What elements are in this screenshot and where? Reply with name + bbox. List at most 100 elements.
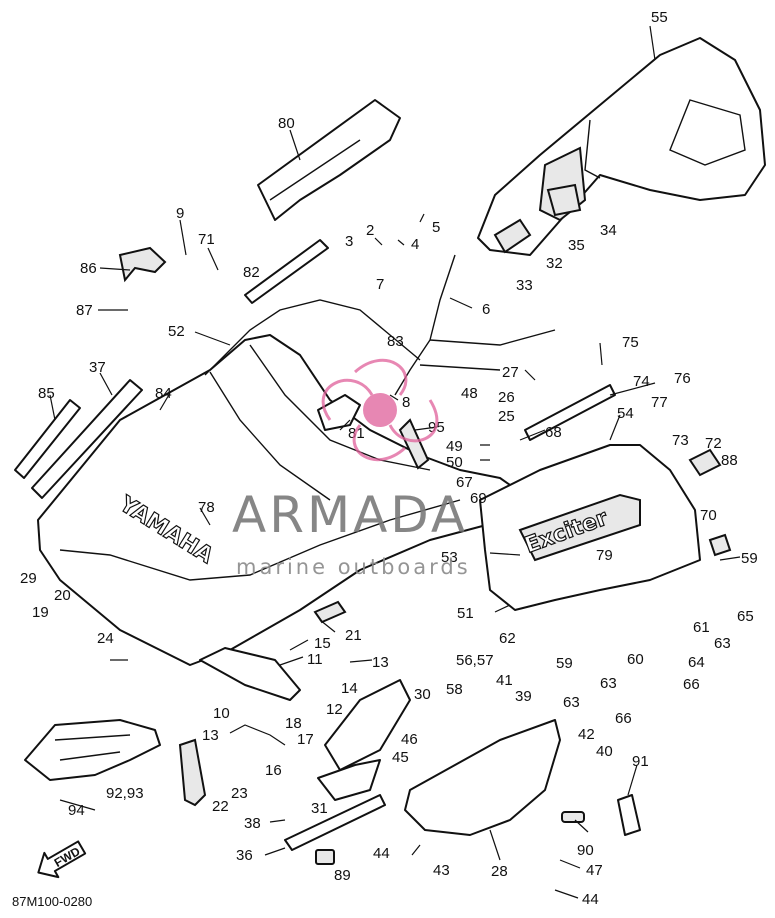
guard-92-93 xyxy=(24,719,161,781)
callout-label: 65 xyxy=(737,608,754,625)
callout-label: 80 xyxy=(278,115,295,132)
callout-label: 79 xyxy=(596,547,613,564)
callout-label: 94 xyxy=(68,802,85,819)
fwd-arrow: FWD xyxy=(37,840,87,879)
callout-label: 60 xyxy=(627,651,644,668)
watermark-subtitle: marine outboards xyxy=(236,555,471,579)
part-91 xyxy=(617,794,641,836)
callout-label: 41 xyxy=(496,672,513,689)
callout-label: 30 xyxy=(414,686,431,703)
callout-label: 46 xyxy=(401,731,418,748)
callout-label: 21 xyxy=(345,627,362,644)
callout-label: 38 xyxy=(244,815,261,832)
callout-label: 64 xyxy=(688,654,705,671)
callout-label: 55 xyxy=(651,9,668,26)
callout-label: 58 xyxy=(446,681,463,698)
callout-label: 25 xyxy=(498,408,515,425)
callout-label: 84 xyxy=(155,385,172,402)
callout-label: 27 xyxy=(502,364,519,381)
strip-74 xyxy=(524,384,616,441)
strip-36 xyxy=(284,794,386,851)
callout-label: 9 xyxy=(176,205,184,222)
callout-label: 85 xyxy=(38,385,55,402)
callout-label: 53 xyxy=(441,549,458,566)
callout-label: 11 xyxy=(307,651,323,668)
callout-label: 6 xyxy=(482,301,490,318)
leader-lines xyxy=(49,25,741,899)
lower-panel-28 xyxy=(404,719,561,836)
callout-label: 15 xyxy=(314,635,331,652)
side-badge xyxy=(518,493,641,562)
callout-label: 50 xyxy=(446,454,463,471)
callout-label: 66 xyxy=(683,676,700,693)
callout-label: 5 xyxy=(432,219,440,236)
callout-label: 14 xyxy=(341,680,358,697)
callout-label: 47 xyxy=(586,862,603,879)
bracket-21 xyxy=(313,600,347,624)
callout-label: 3 xyxy=(345,233,353,250)
callout-label: 22 xyxy=(212,798,229,815)
callout-label: 56,57 xyxy=(456,652,494,669)
callout-label: 83 xyxy=(387,333,404,350)
callout-label: 44 xyxy=(582,891,599,908)
callout-label: 62 xyxy=(499,630,516,647)
callout-label: 16 xyxy=(265,762,282,779)
hood-78 xyxy=(37,334,521,666)
bracket-86 xyxy=(118,246,167,283)
callout-label: 86 xyxy=(80,260,97,277)
callout-label: 89 xyxy=(334,867,351,884)
callout-label: 2 xyxy=(366,222,374,239)
callout-label: 26 xyxy=(498,389,515,406)
callout-label: 88 xyxy=(721,452,738,469)
clip-88 xyxy=(688,448,722,477)
strip-85 xyxy=(14,399,81,479)
stay-95 xyxy=(398,418,430,470)
clip-70 xyxy=(708,533,732,557)
callout-label: 75 xyxy=(622,334,639,351)
callout-label: 18 xyxy=(285,715,302,732)
callout-label: 7 xyxy=(376,276,384,293)
callout-label: 32 xyxy=(546,255,563,272)
callout-label: 68 xyxy=(545,424,562,441)
watermark-logo-icon xyxy=(321,358,439,462)
bracket-35 xyxy=(546,183,582,217)
callout-label: 20 xyxy=(54,587,71,604)
callout-label: 91 xyxy=(632,753,649,770)
callout-label: 70 xyxy=(700,507,717,524)
callout-label: 49 xyxy=(446,438,463,455)
callout-label: 4 xyxy=(411,236,419,253)
callout-label: 73 xyxy=(672,432,689,449)
callout-label: 59 xyxy=(741,550,758,567)
callout-label: 63 xyxy=(600,675,617,692)
callout-label: 52 xyxy=(168,323,185,340)
part-89 xyxy=(315,849,335,865)
callout-label: 82 xyxy=(243,264,260,281)
strip-37 xyxy=(31,379,143,499)
callout-label: 28 xyxy=(491,863,508,880)
cover-31 xyxy=(317,759,381,801)
diagram-code: 87M100-0280 xyxy=(12,894,92,909)
callout-label: 66 xyxy=(615,710,632,727)
callout-label: 72 xyxy=(705,435,722,452)
parts-layer: YAMAHA Exciter xyxy=(14,37,766,865)
callout-label: 37 xyxy=(89,359,106,376)
callout-label: 63 xyxy=(714,635,731,652)
callout-label: 13 xyxy=(372,654,389,671)
callout-label: 92,93 xyxy=(106,785,144,802)
callout-label: 69 xyxy=(470,490,487,507)
callout-labels: 55 80 9 71 2 5 3 4 34 35 32 33 86 82 7 8… xyxy=(20,9,758,908)
callout-label: 74 xyxy=(633,373,650,390)
callout-label: 33 xyxy=(516,277,533,294)
callout-label: 67 xyxy=(456,474,473,491)
callout-label: 87 xyxy=(76,302,93,319)
callout-label: 17 xyxy=(297,731,314,748)
bracket-22 xyxy=(178,738,207,807)
callout-label: 43 xyxy=(433,862,450,879)
callout-label: 29 xyxy=(20,570,37,587)
bracket-33 xyxy=(493,218,532,254)
callout-label: 10 xyxy=(213,705,230,722)
trim-strip-82 xyxy=(244,239,329,304)
callout-label: 76 xyxy=(674,370,691,387)
callout-label: 36 xyxy=(236,847,253,864)
